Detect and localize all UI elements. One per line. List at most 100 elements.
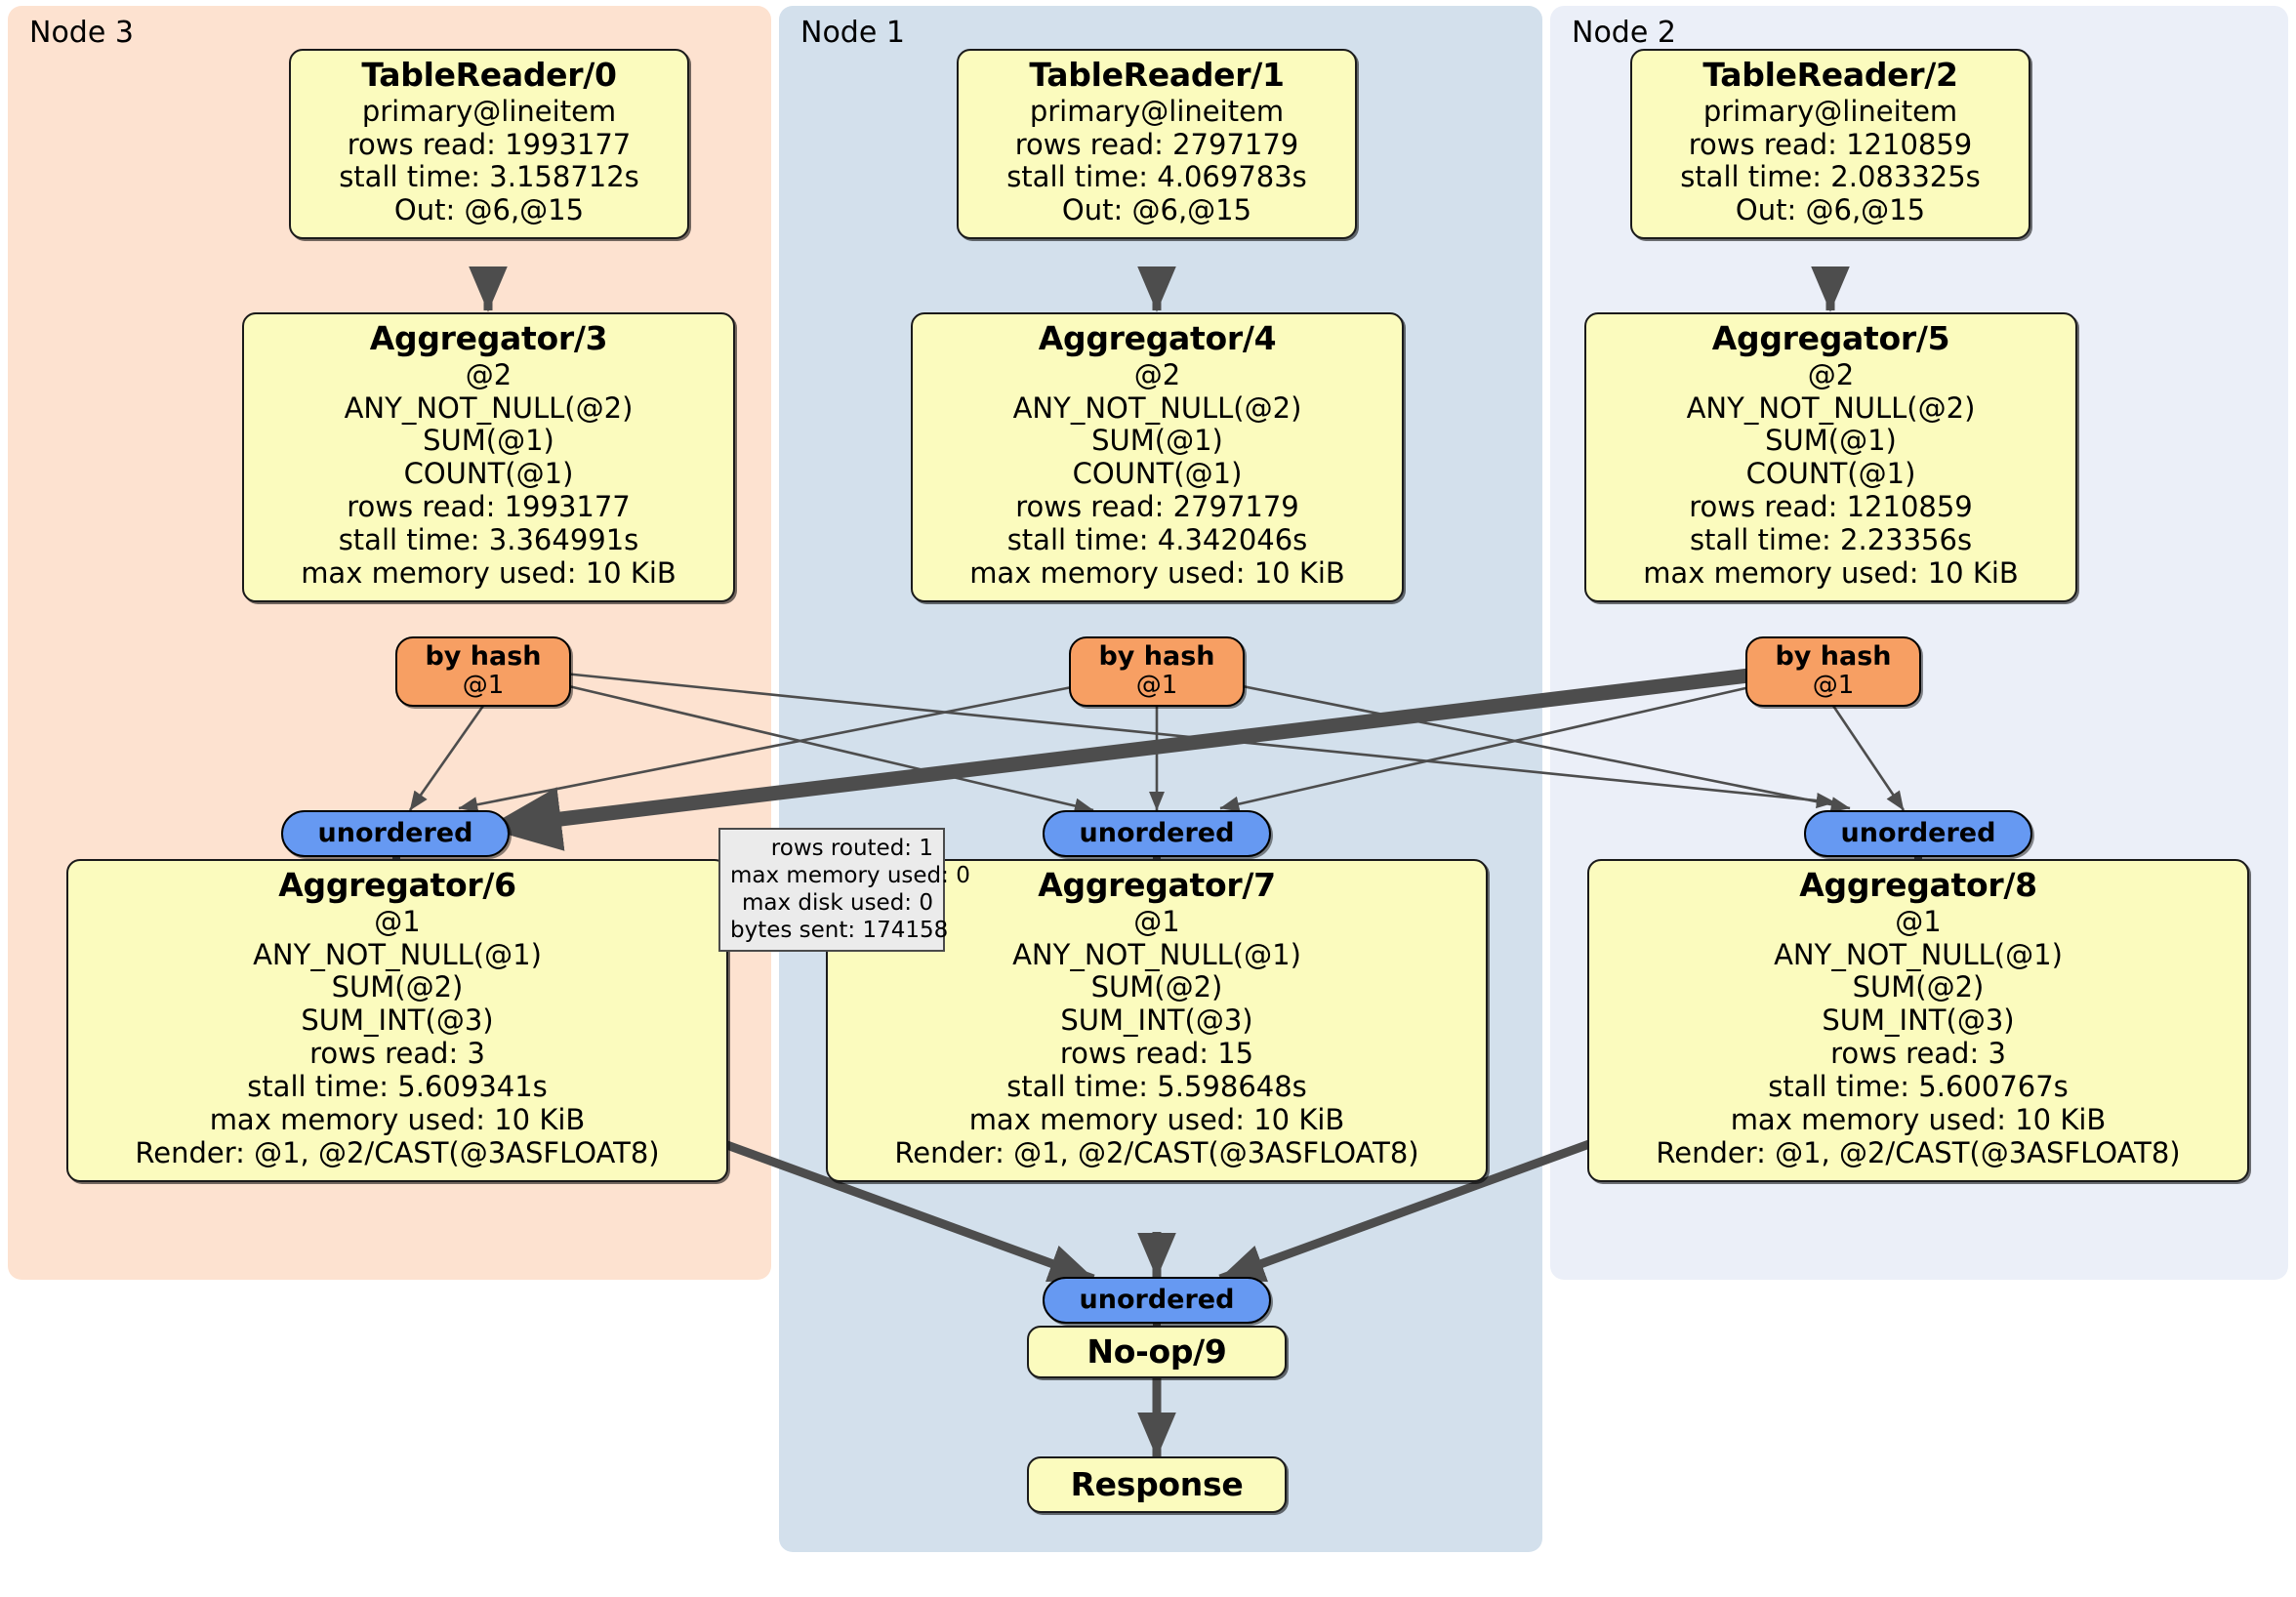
router-type: by hash: [1775, 641, 1892, 672]
cluster-label-node-3: Node 3: [29, 16, 134, 50]
router-by-hash-node-3[interactable]: by hash @1: [395, 636, 571, 707]
synchronizer-label: unordered: [1840, 818, 1996, 849]
router-column: @1: [462, 670, 505, 700]
max-memory-used: max memory used: 10 KiB: [968, 1103, 1345, 1137]
stat-max-disk-used: max disk used: 0: [741, 890, 933, 917]
router-type: by hash: [1098, 641, 1215, 672]
rows-read: rows read: 1210859: [1688, 127, 1973, 161]
synchronizer-label: unordered: [1079, 818, 1235, 849]
render-expression: Render: @1, @2/CAST(@3ASFLOAT8): [894, 1136, 1419, 1170]
max-memory-used: max memory used: 10 KiB: [209, 1103, 586, 1137]
max-memory-used: max memory used: 10 KiB: [1730, 1103, 2107, 1137]
max-memory-used: max memory used: 10 KiB: [301, 556, 676, 591]
aggregation-1: ANY_NOT_NULL(@2): [344, 390, 634, 425]
stat-max-memory-used: max memory used: 0: [730, 863, 970, 889]
router-column: @1: [1812, 670, 1855, 700]
aggregation-3: SUM_INT(@3): [1060, 1003, 1253, 1038]
operator-title: Aggregator/3: [369, 319, 608, 357]
operator-title: No-op/9: [1086, 1331, 1227, 1371]
operator-response[interactable]: Response: [1027, 1456, 1287, 1513]
operator-aggregator-6[interactable]: Aggregator/6 @1 ANY_NOT_NULL(@1) SUM(@2)…: [66, 859, 728, 1182]
aggregation-3: SUM_INT(@3): [1822, 1003, 2015, 1038]
operator-title: Aggregator/6: [278, 866, 516, 904]
stat-rows-routed: rows routed: 1: [770, 836, 933, 861]
synchronizer-unordered-node-3[interactable]: unordered: [281, 810, 510, 857]
aggregation-1: ANY_NOT_NULL(@1): [1774, 937, 2063, 971]
aggregation-1: ANY_NOT_NULL(@2): [1686, 390, 1976, 425]
stall-time: stall time: 3.158712s: [339, 160, 639, 194]
aggregation-1: ANY_NOT_NULL(@2): [1012, 390, 1302, 425]
operator-tablereader-0[interactable]: TableReader/0 primary@lineitem rows read…: [289, 49, 689, 240]
aggregation-1: ANY_NOT_NULL(@1): [1012, 937, 1301, 971]
stall-time: stall time: 5.609341s: [247, 1070, 548, 1104]
group-by-column: @2: [1807, 357, 1855, 391]
rows-read: rows read: 1993177: [347, 127, 632, 161]
rows-read: rows read: 15: [1059, 1037, 1254, 1071]
output-columns: Out: @6,@15: [1061, 193, 1252, 227]
group-by-column: @1: [374, 904, 421, 938]
aggregation-2: SUM(@1): [423, 424, 554, 458]
table-name: primary@lineitem: [361, 94, 617, 128]
aggregation-2: SUM(@2): [1090, 970, 1223, 1004]
operator-title: TableReader/1: [1029, 56, 1285, 94]
synchronizer-label: unordered: [1079, 1285, 1235, 1316]
render-expression: Render: @1, @2/CAST(@3ASFLOAT8): [135, 1136, 660, 1170]
operator-title: Aggregator/4: [1038, 319, 1277, 357]
operator-title: Response: [1070, 1464, 1244, 1503]
synchronizer-unordered-node-1[interactable]: unordered: [1043, 810, 1271, 857]
operator-title: Aggregator/8: [1799, 866, 2037, 904]
aggregation-3: SUM_INT(@3): [301, 1003, 494, 1038]
synchronizer-unordered-node-2[interactable]: unordered: [1804, 810, 2032, 857]
synchronizer-label: unordered: [317, 818, 473, 849]
rows-read: rows read: 2797179: [1015, 490, 1299, 524]
group-by-column: @1: [1133, 904, 1180, 938]
aggregation-2: SUM(@1): [1091, 424, 1223, 458]
operator-aggregator-8[interactable]: Aggregator/8 @1 ANY_NOT_NULL(@1) SUM(@2)…: [1587, 859, 2249, 1182]
operator-noop-9[interactable]: No-op/9: [1027, 1326, 1287, 1378]
rows-read: rows read: 3: [309, 1037, 485, 1071]
router-column: @1: [1135, 670, 1178, 700]
rows-read: rows read: 2797179: [1014, 127, 1299, 161]
stall-time: stall time: 5.600767s: [1768, 1070, 2069, 1104]
operator-aggregator-3[interactable]: Aggregator/3 @2 ANY_NOT_NULL(@2) SUM(@1)…: [242, 312, 735, 603]
max-memory-used: max memory used: 10 KiB: [1643, 556, 2019, 591]
router-by-hash-node-1[interactable]: by hash @1: [1069, 636, 1245, 707]
aggregation-1: ANY_NOT_NULL(@1): [253, 937, 542, 971]
operator-tablereader-2[interactable]: TableReader/2 primary@lineitem rows read…: [1630, 49, 2030, 240]
aggregation-3: COUNT(@1): [403, 457, 574, 491]
cluster-label-node-2: Node 2: [1572, 16, 1676, 50]
operator-title: TableReader/0: [361, 56, 617, 94]
stall-time: stall time: 5.598648s: [1006, 1070, 1307, 1104]
table-name: primary@lineitem: [1029, 94, 1285, 128]
synchronizer-unordered-final[interactable]: unordered: [1043, 1277, 1271, 1324]
router-by-hash-node-2[interactable]: by hash @1: [1745, 636, 1921, 707]
aggregation-3: COUNT(@1): [1072, 457, 1243, 491]
render-expression: Render: @1, @2/CAST(@3ASFLOAT8): [1656, 1136, 2181, 1170]
router-type: by hash: [425, 641, 542, 672]
rows-read: rows read: 1210859: [1689, 490, 1973, 524]
group-by-column: @1: [1895, 904, 1942, 938]
operator-aggregator-5[interactable]: Aggregator/5 @2 ANY_NOT_NULL(@2) SUM(@1)…: [1584, 312, 2077, 603]
stall-time: stall time: 4.069783s: [1006, 160, 1307, 194]
group-by-column: @2: [1133, 357, 1181, 391]
output-columns: Out: @6,@15: [1735, 193, 1926, 227]
operator-tablereader-1[interactable]: TableReader/1 primary@lineitem rows read…: [957, 49, 1357, 240]
stall-time: stall time: 4.342046s: [1006, 523, 1308, 557]
aggregation-3: COUNT(@1): [1745, 457, 1916, 491]
max-memory-used: max memory used: 10 KiB: [969, 556, 1345, 591]
rows-read: rows read: 3: [1830, 1037, 2006, 1071]
router-stats-tooltip: rows routed: 1 max memory used: 0 max di…: [718, 828, 970, 953]
aggregation-2: SUM(@2): [1852, 970, 1985, 1004]
output-columns: Out: @6,@15: [393, 193, 585, 227]
stat-bytes-sent: bytes sent: 174158: [730, 918, 949, 944]
stall-time: stall time: 2.083325s: [1680, 160, 1981, 194]
table-name: primary@lineitem: [1702, 94, 1958, 128]
operator-title: Aggregator/5: [1711, 319, 1950, 357]
group-by-column: @2: [465, 357, 512, 391]
operator-title: TableReader/2: [1702, 56, 1958, 94]
operator-title: Aggregator/7: [1038, 866, 1276, 904]
aggregation-2: SUM(@2): [331, 970, 464, 1004]
operator-aggregator-4[interactable]: Aggregator/4 @2 ANY_NOT_NULL(@2) SUM(@1)…: [911, 312, 1404, 603]
rows-read: rows read: 1993177: [347, 490, 631, 524]
